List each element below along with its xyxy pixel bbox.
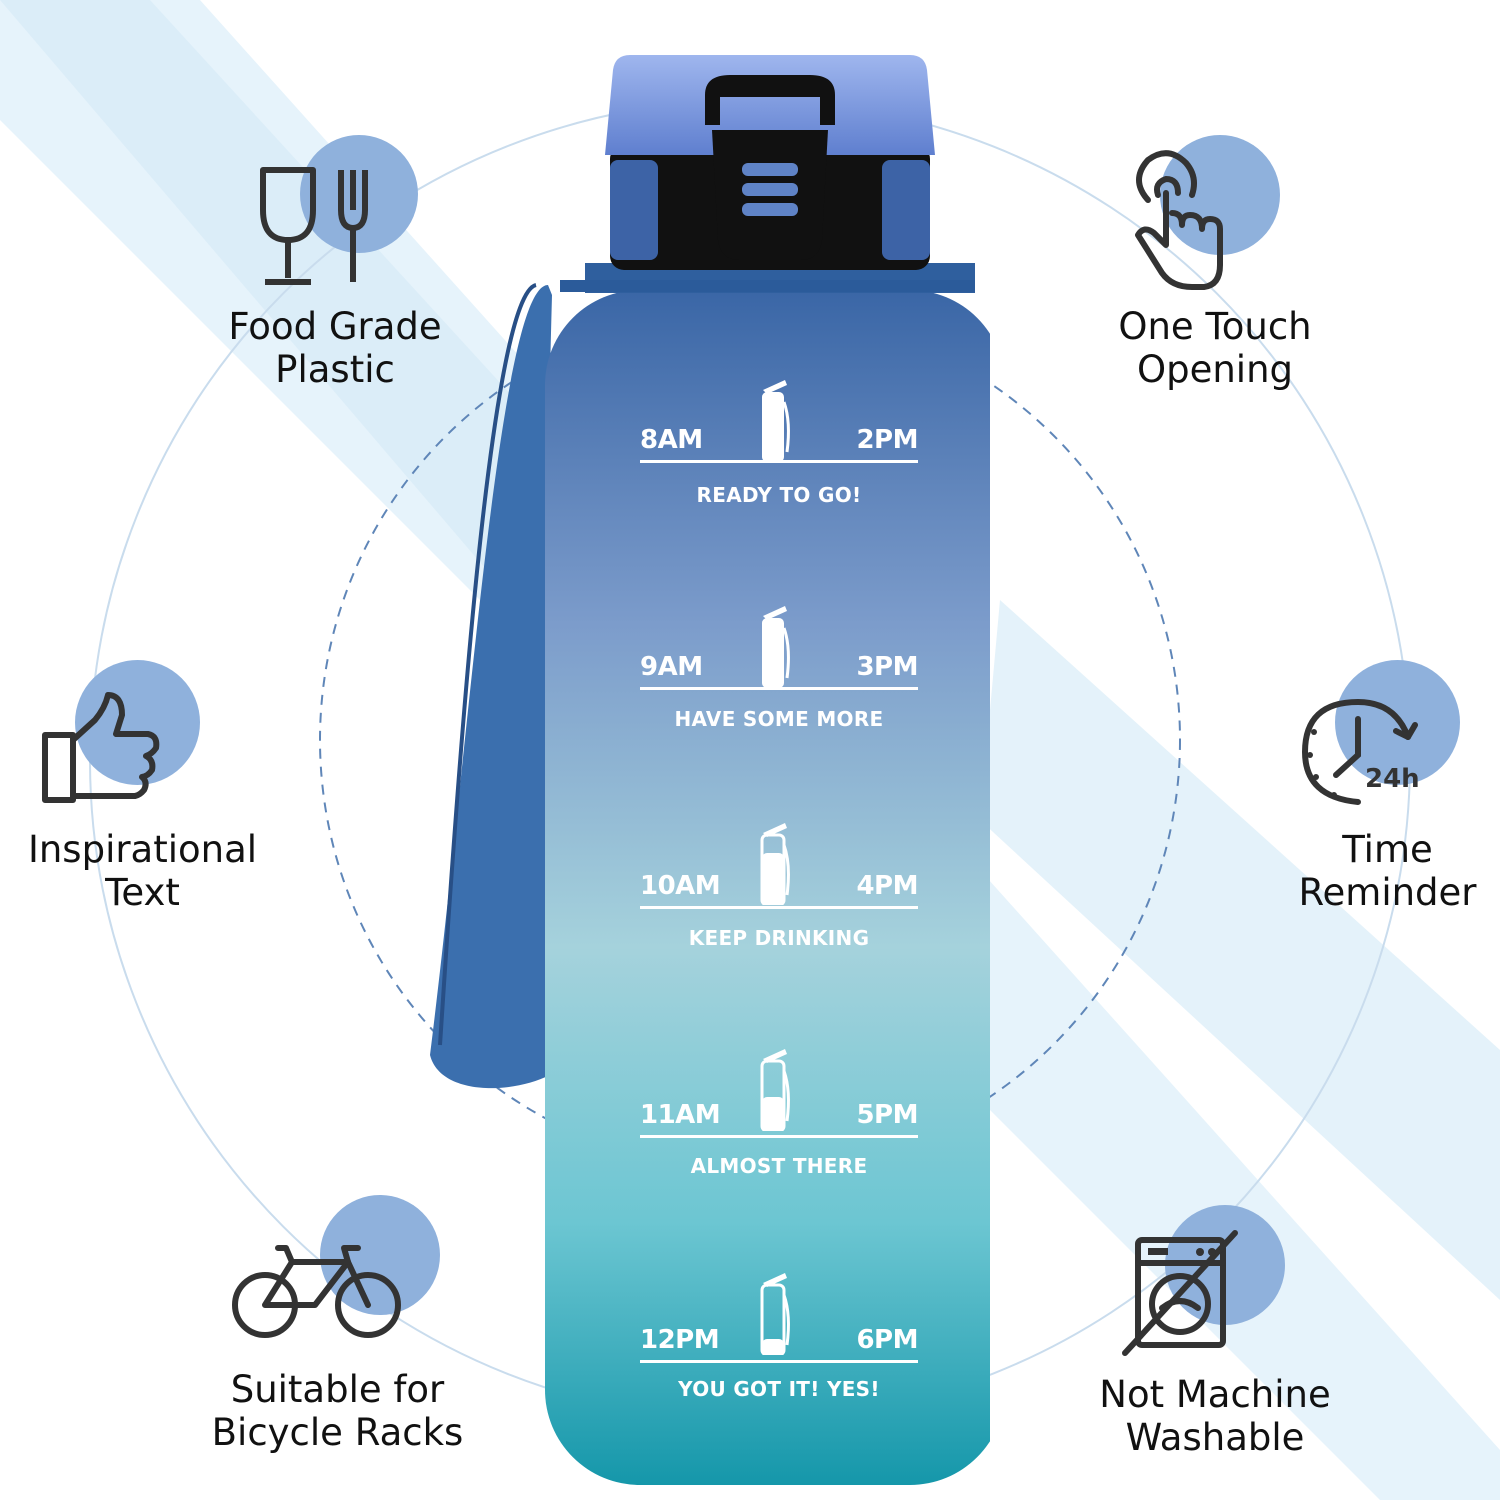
label-line: Suitable for	[230, 1368, 445, 1411]
label-line: Inspirational	[27, 828, 258, 871]
mini-bottle-icon	[760, 1273, 790, 1355]
label-line: Not Machine	[1099, 1373, 1331, 1416]
time-right: 5PM	[856, 1100, 918, 1130]
marker-line	[640, 460, 918, 463]
label-line: Time	[1342, 828, 1433, 871]
water-bottle: 8AM 2PM READY TO GO! 9AM 3PM HAVE SOME M…	[430, 35, 1005, 1485]
time-right: 2PM	[856, 425, 918, 455]
bicycle-icon	[232, 1245, 401, 1338]
motto-text: ALMOST THERE	[690, 1154, 868, 1178]
bottle-strap	[430, 285, 552, 1089]
marker-line	[640, 687, 918, 690]
cutlery-glass-icon	[260, 167, 368, 285]
motto-text: KEEP DRINKING	[688, 926, 870, 950]
thumbs-up-icon	[42, 692, 160, 803]
bottle-lid	[605, 55, 935, 155]
no-washing-machine-icon	[1122, 1230, 1238, 1356]
label-line: Reminder	[1298, 871, 1477, 914]
mini-bottle-icon	[760, 1049, 790, 1131]
label-line: Washable	[1125, 1416, 1305, 1459]
feature-label-not-washable: Not Machine Washable	[1070, 1373, 1360, 1459]
time-left: 11AM	[640, 1100, 721, 1130]
label-line: Opening	[1136, 348, 1294, 391]
clock-24h-text: 24h	[1365, 764, 1420, 794]
feature-label-one-touch: One Touch Opening	[1065, 305, 1365, 391]
feature-food-grade-circle	[300, 135, 418, 253]
clock-24h-icon: 24h	[1301, 698, 1420, 805]
bottle-graphic	[430, 55, 1005, 1485]
feature-label-time: Time Reminder	[1265, 828, 1500, 914]
time-right: 4PM	[856, 871, 918, 901]
time-left: 9AM	[640, 652, 703, 682]
feature-label-bicycle: Suitable for Bicycle Racks	[195, 1368, 480, 1454]
motto-text: READY TO GO!	[696, 483, 862, 507]
feature-label-food-grade: Food Grade Plastic	[190, 305, 480, 391]
time-right: 3PM	[856, 652, 918, 682]
motto-text: YOU GOT IT! YES!	[678, 1377, 880, 1401]
marker-line	[640, 906, 918, 909]
feature-label-inspirational: Inspirational Text	[5, 828, 280, 914]
touch-hand-icon	[1135, 150, 1223, 290]
label-line: One Touch	[1118, 305, 1312, 348]
time-left: 10AM	[640, 871, 721, 901]
time-left: 12PM	[640, 1325, 720, 1355]
marker-line	[640, 1135, 918, 1138]
time-left: 8AM	[640, 425, 703, 455]
time-right: 6PM	[856, 1325, 918, 1355]
mini-bottle-icon	[762, 380, 790, 462]
diagonal-band-right	[980, 600, 1500, 1300]
mini-bottle-icon	[762, 606, 790, 688]
label-line: Food Grade	[228, 305, 442, 348]
marker-line	[640, 1360, 918, 1363]
label-line: Text	[105, 871, 180, 914]
motto-text: HAVE SOME MORE	[674, 707, 884, 731]
label-line: Bicycle Racks	[211, 1411, 464, 1454]
mini-bottle-icon	[760, 823, 790, 905]
label-line: Plastic	[275, 348, 395, 391]
